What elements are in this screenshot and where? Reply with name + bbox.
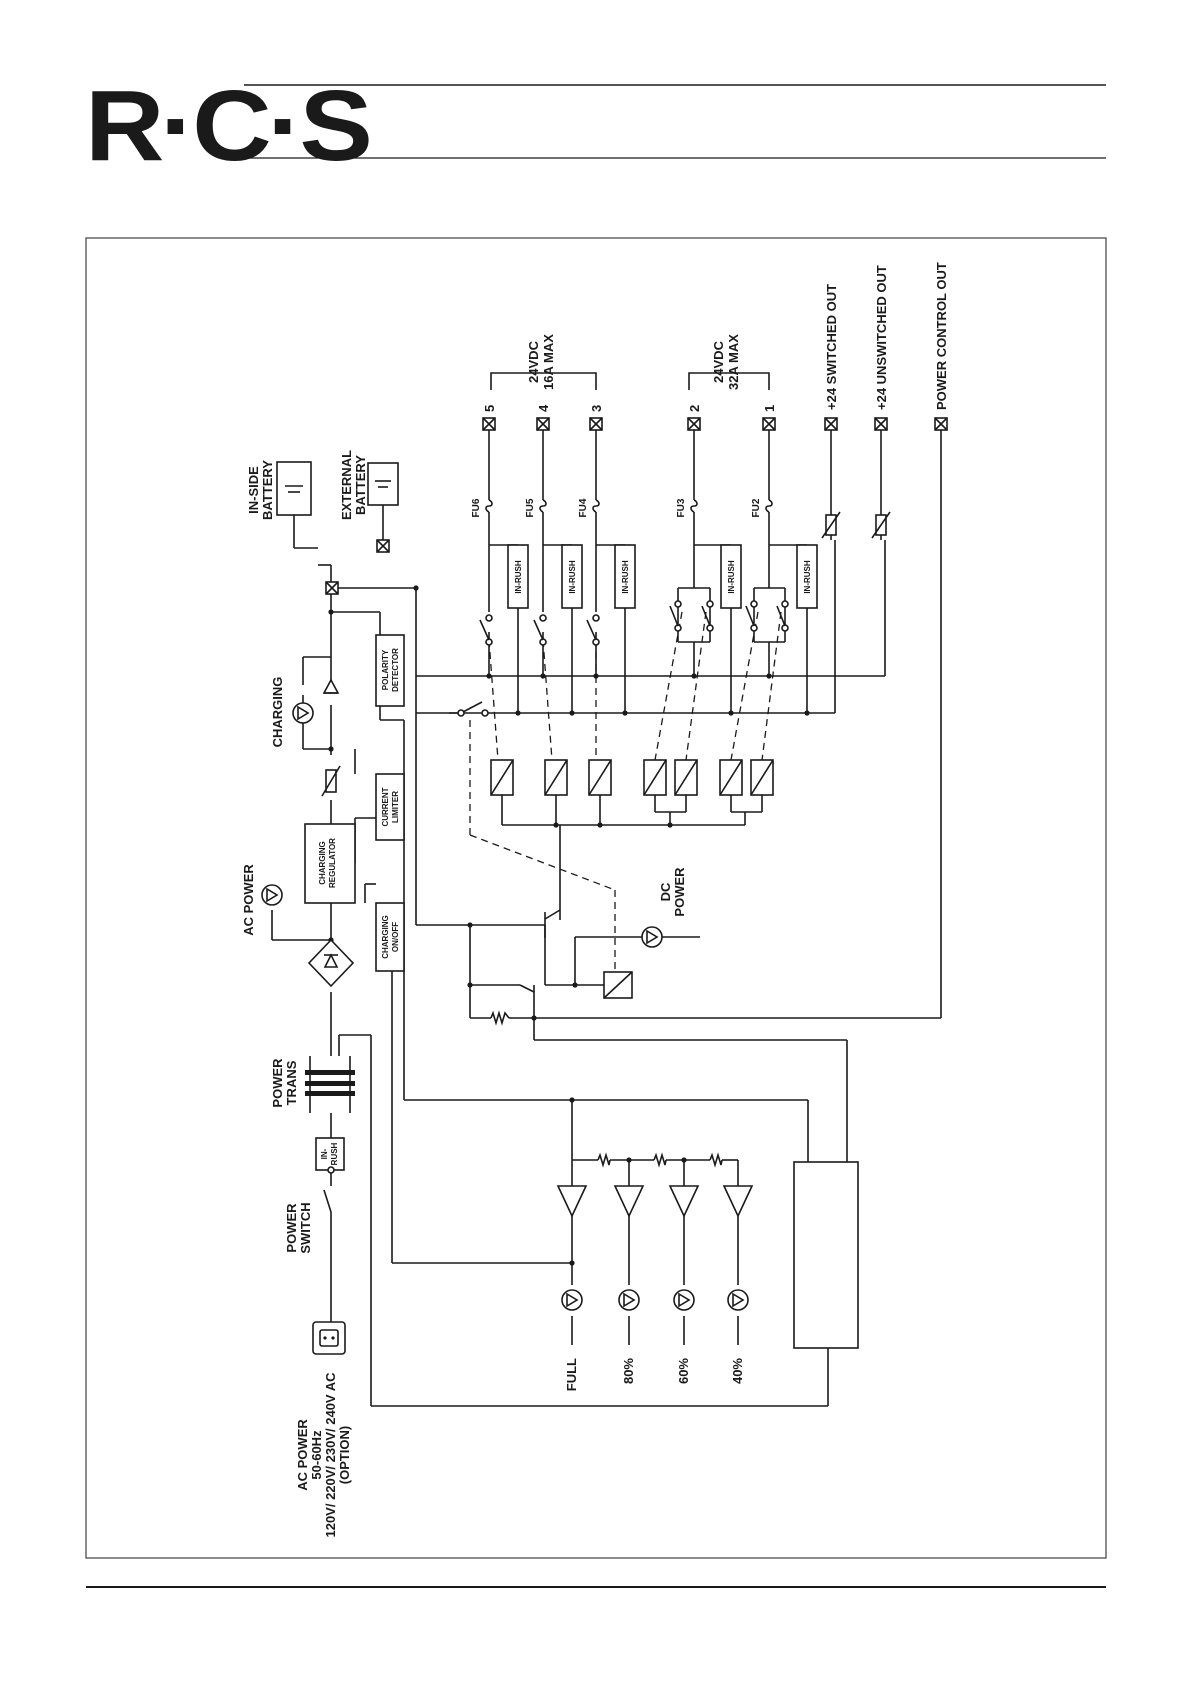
wiring xyxy=(271,372,942,1407)
inrush-label: IN-RUSH xyxy=(727,560,736,594)
charging-regulator-block: CHARGING REGULATOR xyxy=(304,823,356,904)
current-limiter-block: CURRENT LIMITER xyxy=(375,773,405,841)
ac-power-led xyxy=(261,884,283,906)
power-transformer xyxy=(305,1056,355,1113)
diagram-frame xyxy=(85,237,1107,1559)
relay-links xyxy=(469,611,782,970)
group1-label-1: 24VDC xyxy=(526,340,541,383)
battery-monitor-block xyxy=(793,1161,859,1349)
ac-socket xyxy=(312,1321,346,1355)
level-80-label: 80% xyxy=(621,1358,636,1384)
charging-diode xyxy=(322,678,340,694)
fuse-label: FU2 xyxy=(751,498,762,517)
group1-label-2: 16A MAX xyxy=(541,334,556,390)
full-label: FULL xyxy=(564,1358,579,1391)
external-battery-label-1: EXTERNAL xyxy=(339,450,354,520)
fuse-label: FU4 xyxy=(578,498,589,517)
relay-coils xyxy=(490,759,774,999)
rcs-logo: R·C·S xyxy=(85,71,373,182)
group2-label-2: 32A MAX xyxy=(726,334,741,390)
regulator-label-1: CHARGING xyxy=(318,841,327,885)
dc-power-label-1: DC xyxy=(658,882,673,901)
fuse-label: FU3 xyxy=(676,498,687,517)
terminals xyxy=(325,417,948,595)
inside-battery xyxy=(276,461,312,516)
output-number: 3 xyxy=(589,405,604,412)
onoff-label-2: ON/OFF xyxy=(391,922,400,952)
full-led xyxy=(561,1289,583,1311)
dc-power-led xyxy=(641,926,663,948)
led-80 xyxy=(618,1289,640,1311)
ac-power-label: AC POWER xyxy=(241,864,256,936)
thermistors xyxy=(321,511,891,797)
dc-power-label-2: POWER xyxy=(672,867,687,917)
inside-battery-label-1: IN-SIDE xyxy=(246,466,261,514)
inrush-label: IN-RUSH xyxy=(621,560,630,594)
fuse-label: FU6 xyxy=(471,498,482,517)
polarity-label-1: POLARITY xyxy=(381,649,390,690)
limiter-label-1: CURRENT xyxy=(381,787,390,826)
output-number: 5 xyxy=(482,405,497,412)
switch-contacts xyxy=(327,600,789,1174)
group2-label-1: 24VDC xyxy=(711,340,726,383)
fuse-label: FU5 xyxy=(525,498,536,517)
resistors xyxy=(490,1010,723,1168)
inrush-label: IN-RUSH xyxy=(568,560,577,594)
main-inrush-block: IN- RUSH xyxy=(315,1137,345,1171)
output-number: 4 xyxy=(536,404,551,412)
power-switch-label-2: SWITCH xyxy=(298,1202,313,1253)
ac-input-label-3: 120V/ 220V/ 230V/ 240V AC xyxy=(323,1372,338,1538)
led-40 xyxy=(727,1289,749,1311)
charging-onoff-block: CHARGING ON/OFF xyxy=(375,902,405,972)
inrush-label: IN-RUSH xyxy=(803,560,812,594)
main-inrush-label-2: RUSH xyxy=(330,1142,339,1165)
polarity-detector-block: POLARITY DETECTOR xyxy=(375,634,405,707)
inside-battery-label-2: BATTERY xyxy=(260,460,275,520)
level-40-label: 40% xyxy=(730,1358,745,1384)
unswitched-out-label: +24 UNSWITCHED OUT xyxy=(874,265,889,410)
led-60 xyxy=(673,1289,695,1311)
external-battery xyxy=(367,462,399,506)
charging-led xyxy=(292,702,314,724)
charging-label: CHARGING xyxy=(270,677,285,748)
switched-out-label: +24 SWITCHED OUT xyxy=(824,284,839,410)
logo-text: R·C·S xyxy=(85,71,369,182)
transistors xyxy=(519,909,561,1000)
polarity-label-2: DETECTOR xyxy=(391,648,400,692)
power-trans-label-2: TRANS xyxy=(284,1060,299,1105)
bridge-rectifier xyxy=(307,938,355,988)
power-switch-label-1: POWER xyxy=(284,1203,299,1253)
limiter-label-2: LIMITER xyxy=(391,791,400,823)
ac-input-label-2: 50-60Hz xyxy=(309,1430,324,1480)
power-trans-label-1: POWER xyxy=(270,1058,285,1108)
fuses xyxy=(485,499,773,513)
external-battery-label-2: BATTERY xyxy=(353,455,368,515)
power-control-out-label: POWER CONTROL OUT xyxy=(934,262,949,410)
ac-input-label-4: (OPTION) xyxy=(337,1426,352,1485)
ac-input-label-1: AC POWER xyxy=(295,1419,310,1491)
output-inrush-modules: IN-RUSH IN-RUSH IN-RUSH IN-RUSH IN-RUSH xyxy=(507,544,818,609)
regulator-label-2: REGULATOR xyxy=(328,838,337,888)
labels: IN-SIDE BATTERY EXTERNAL BATTERY CHARGIN… xyxy=(241,262,949,1537)
main-inrush-label-1: IN- xyxy=(320,1148,329,1159)
output-number: 2 xyxy=(687,405,702,412)
onoff-label-1: CHARGING xyxy=(381,915,390,959)
comparators xyxy=(556,1185,754,1218)
output-number: 1 xyxy=(762,405,777,412)
inrush-label: IN-RUSH xyxy=(514,560,523,594)
leds xyxy=(261,702,749,1311)
level-60-label: 60% xyxy=(676,1358,691,1384)
